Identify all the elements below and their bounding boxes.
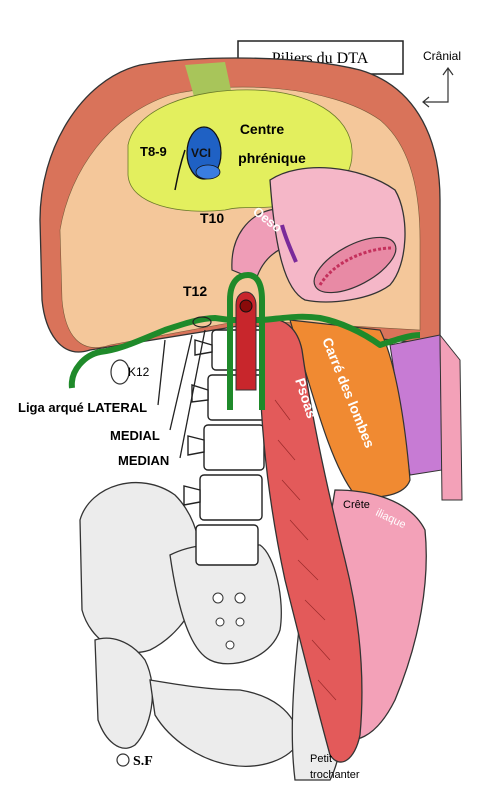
label-trochanter: trochanter <box>310 769 360 781</box>
orientation-arrows <box>422 66 454 108</box>
label-median: MEDIAN <box>118 453 169 468</box>
side-pink <box>439 333 463 501</box>
vci-vessel <box>174 126 222 191</box>
rib-k12 <box>110 359 130 385</box>
cranial-label: Crânial <box>423 49 461 63</box>
medial-arch <box>192 316 212 328</box>
signature-icon <box>116 753 130 767</box>
vertebral-strip <box>185 62 232 100</box>
label-t89: T8-9 <box>140 144 167 159</box>
aorta <box>235 291 257 391</box>
label-medial: MEDIAL <box>110 428 160 443</box>
aorta-section <box>239 299 253 313</box>
oesophagus-inner <box>318 246 393 286</box>
psoas <box>259 318 363 763</box>
label-vci: VCI <box>191 146 211 160</box>
label-centre: Centre <box>240 121 285 137</box>
label-k12: K12 <box>128 365 150 379</box>
label-t12: T12 <box>183 283 207 299</box>
leader-median <box>179 329 206 459</box>
median-arch <box>227 271 265 410</box>
label-t10: T10 <box>200 210 224 226</box>
leader-lateral <box>157 339 166 406</box>
carre-des-lombes <box>289 319 411 498</box>
label-petit: Petit <box>310 753 332 765</box>
label-lateral: Liga arqué LATERAL <box>18 400 147 415</box>
psoas-fibres <box>274 399 337 701</box>
oesophagus-purple <box>280 224 298 263</box>
label-phrenique: phrénique <box>238 150 306 166</box>
leader-medial <box>169 334 193 431</box>
signature: S.F <box>133 754 153 769</box>
label-crete: Crête <box>343 499 370 511</box>
